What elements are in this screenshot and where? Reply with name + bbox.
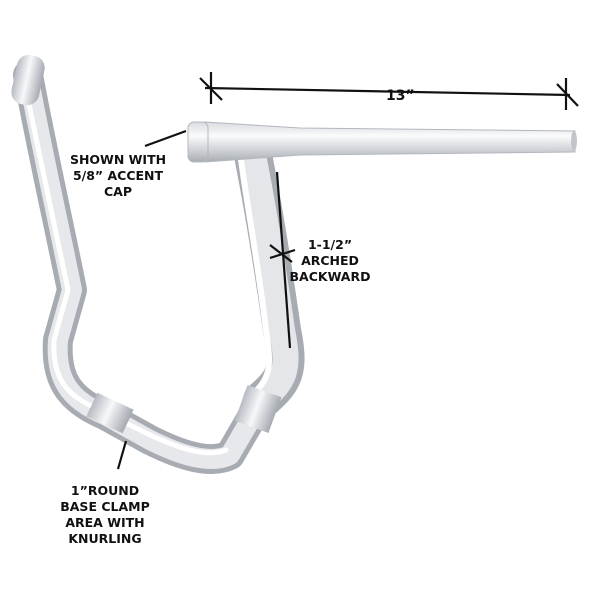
knurled-clamp-left bbox=[86, 392, 134, 434]
dimension-lines bbox=[116, 72, 579, 470]
base-clamp-line: KNURLING bbox=[68, 531, 142, 546]
knurled-clamp-right bbox=[234, 384, 282, 434]
handlebar-top-bar bbox=[187, 121, 577, 163]
accent-cap-line: SHOWN WITH bbox=[69, 152, 167, 167]
base-clamp-label: 1”ROUND BASE CLAMP AREA WITH KNURLING bbox=[50, 483, 160, 547]
arch-line: ARCHED bbox=[301, 253, 359, 268]
arch-line: BACKWARD bbox=[289, 269, 371, 284]
base-clamp-line: AREA WITH bbox=[65, 515, 145, 530]
left-accent-cap bbox=[11, 54, 45, 106]
bar-end bbox=[571, 131, 577, 151]
arch-label: 1-1/2” ARCHED BACKWARD bbox=[285, 237, 375, 285]
accent-cap-line: 5/8” ACCENT bbox=[72, 168, 164, 183]
accent-cap-leader bbox=[144, 129, 187, 148]
accent-cap-line: CAP bbox=[103, 184, 132, 199]
base-clamp-line: BASE CLAMP bbox=[60, 499, 150, 514]
width-dimension-line bbox=[204, 86, 571, 97]
arch-dimension-line bbox=[275, 171, 292, 349]
base-clamp-line: 1”ROUND bbox=[70, 483, 140, 498]
handlebar-right-riser bbox=[86, 131, 305, 434]
width-label: 13” bbox=[386, 88, 415, 104]
arch-line: 1-1/2” bbox=[307, 237, 353, 252]
accent-cap-label: SHOWN WITH 5/8” ACCENT CAP bbox=[58, 152, 178, 200]
base-clamp-leader bbox=[116, 440, 128, 470]
accent-cap bbox=[187, 121, 209, 163]
handlebar-left-side bbox=[11, 54, 277, 474]
